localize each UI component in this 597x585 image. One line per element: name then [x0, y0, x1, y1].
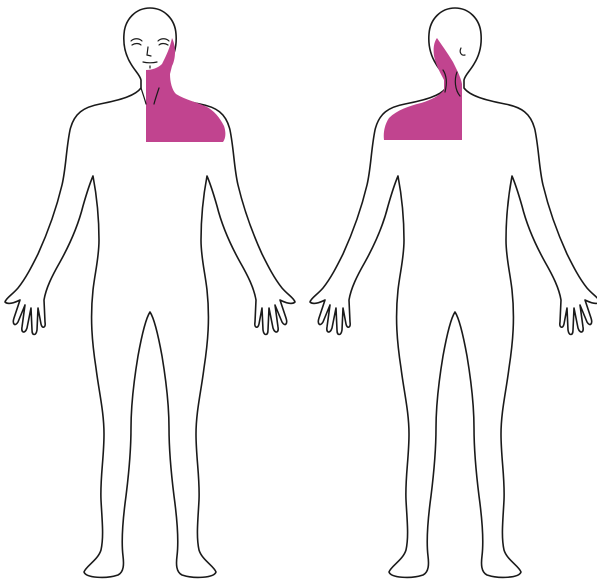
front-view: [5, 8, 295, 577]
back-view: [310, 8, 597, 577]
